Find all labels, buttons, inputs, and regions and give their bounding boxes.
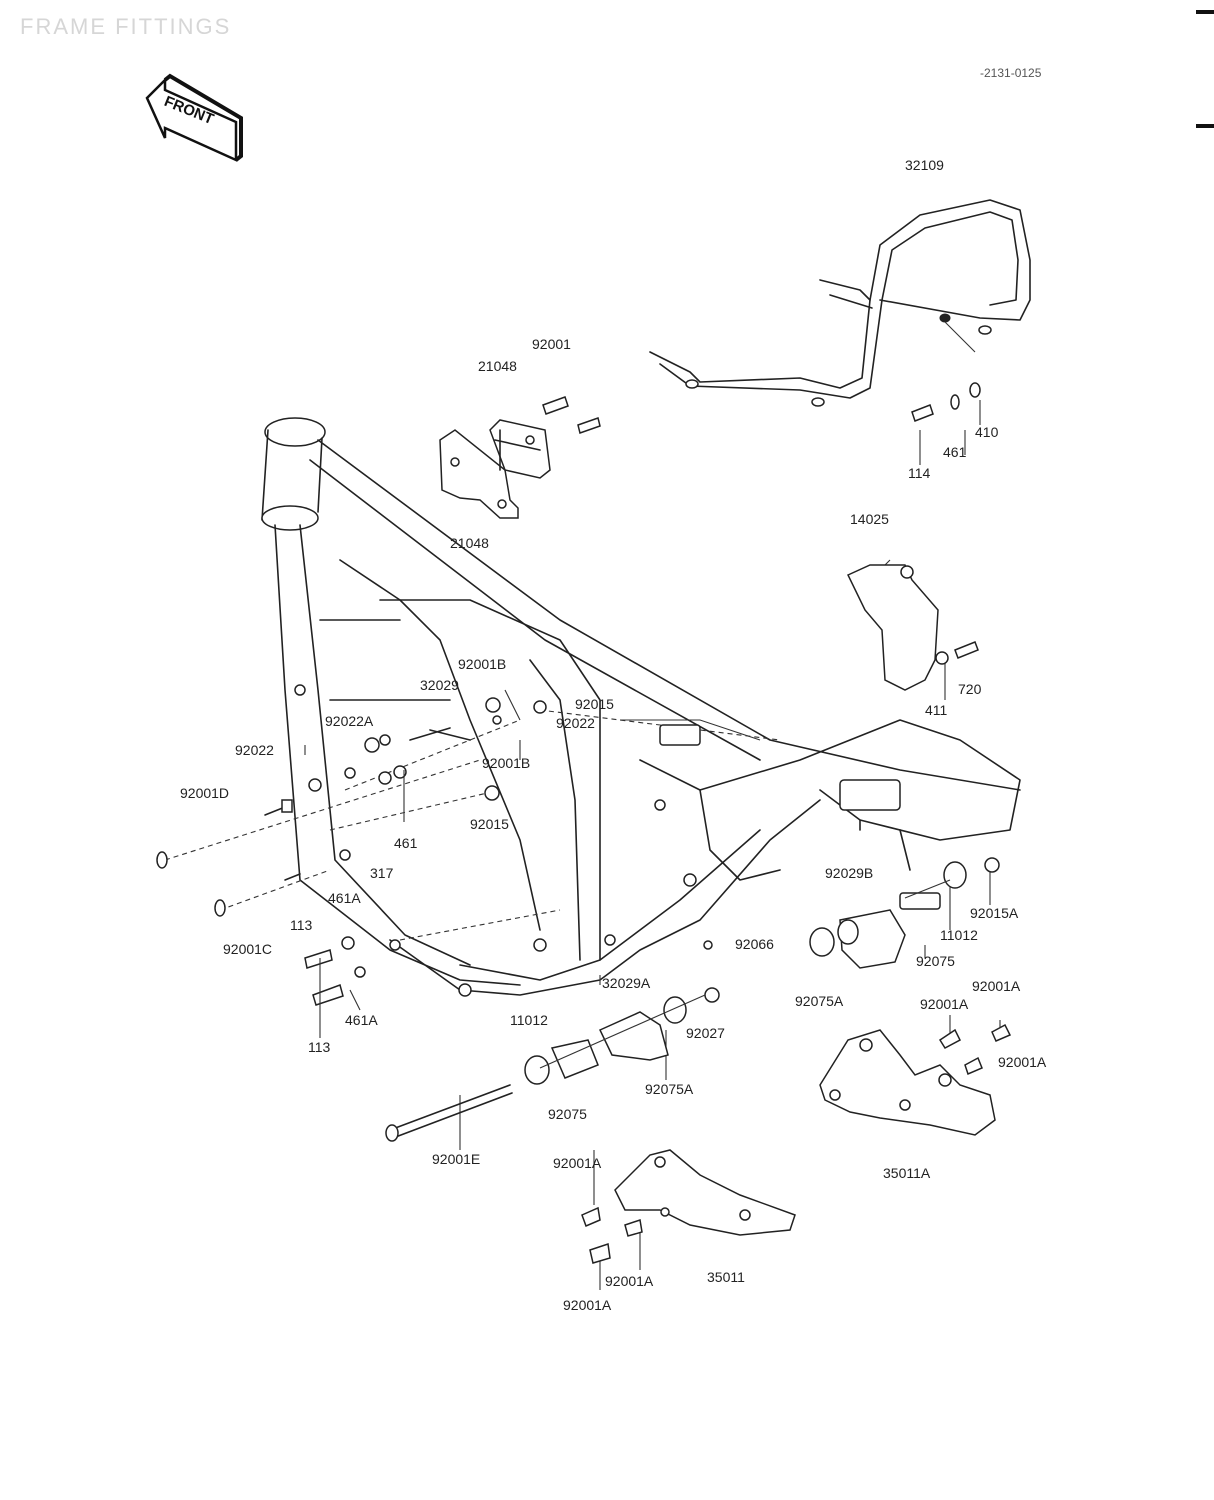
label-92001B-center: 92001B (482, 755, 530, 771)
label-92015: 92015 (575, 696, 614, 712)
label-92029B: 92029B (825, 865, 873, 881)
label-92001B: 92001B (458, 656, 506, 672)
grab-rail-32109 (649, 199, 1031, 422)
label-92001A-e: 92001A (605, 1273, 654, 1289)
label-461A: 461A (328, 890, 361, 906)
cover-14025 (846, 564, 979, 691)
label-113: 113 (290, 917, 313, 933)
label-92075-left: 92075 (548, 1106, 587, 1122)
label-720: 720 (958, 681, 982, 697)
label-92075A-left: 92075A (645, 1081, 694, 1097)
label-92001A-a: 92001A (972, 978, 1021, 994)
label-92022: 92022 (556, 715, 595, 731)
label-92001A-f: 92001A (563, 1297, 612, 1313)
label-92075-right: 92075 (916, 953, 955, 969)
engine-mount-plates-21048 (439, 396, 601, 519)
footrest-bracket-35011 (581, 1149, 796, 1264)
label-21048-bottom: 21048 (450, 535, 489, 551)
label-92015A: 92015A (970, 905, 1019, 921)
label-92001: 92001 (532, 336, 571, 352)
label-113-lower: 113 (308, 1039, 331, 1055)
label-11012-left: 11012 (510, 1012, 548, 1028)
label-461A-lower: 461A (345, 1012, 378, 1028)
rear-mount-assembly (809, 857, 1000, 969)
label-11012-right: 11012 (940, 927, 978, 943)
lower-center-mount (385, 987, 720, 1142)
label-32109: 32109 (905, 157, 944, 173)
label-92022-left: 92022 (235, 742, 274, 758)
label-92015-center: 92015 (470, 816, 509, 832)
left-engine-mount-bolts (156, 697, 521, 1006)
edge-marker-top (1196, 10, 1214, 14)
label-92022A: 92022A (325, 713, 374, 729)
label-92001D: 92001D (180, 785, 229, 801)
label-14025: 14025 (850, 511, 889, 527)
front-arrow-icon: FRONT (145, 73, 243, 162)
label-92001A-c: 92001A (998, 1054, 1047, 1070)
label-32029: 32029 (420, 677, 459, 693)
label-411: 411 (925, 702, 948, 718)
label-461: 461 (943, 444, 967, 460)
footrest-bracket-35011A (819, 1023, 1012, 1136)
label-92001A-b: 92001A (920, 996, 969, 1012)
label-92066: 92066 (735, 936, 774, 952)
label-35011A: 35011A (883, 1165, 931, 1181)
label-35011: 35011 (707, 1269, 745, 1285)
part-number-labels: 32109 92001 21048 21048 410 461 114 1402… (180, 157, 1047, 1313)
label-92075A-right: 92075A (795, 993, 844, 1009)
main-frame (261, 417, 1021, 997)
page-title: FRAME FITTINGS (20, 14, 232, 39)
label-410: 410 (975, 424, 999, 440)
label-114: 114 (908, 465, 931, 481)
label-461-center: 461 (394, 835, 418, 851)
label-21048-top: 21048 (478, 358, 517, 374)
label-92001E: 92001E (432, 1151, 480, 1167)
diagram-reference-number: -2131-0125 (980, 66, 1042, 80)
label-92027: 92027 (686, 1025, 725, 1041)
edge-marker-bottom (1196, 124, 1214, 128)
label-92001C: 92001C (223, 941, 272, 957)
label-92001A-d: 92001A (553, 1155, 602, 1171)
label-317: 317 (370, 865, 394, 881)
label-32029A: 32029A (602, 975, 651, 991)
